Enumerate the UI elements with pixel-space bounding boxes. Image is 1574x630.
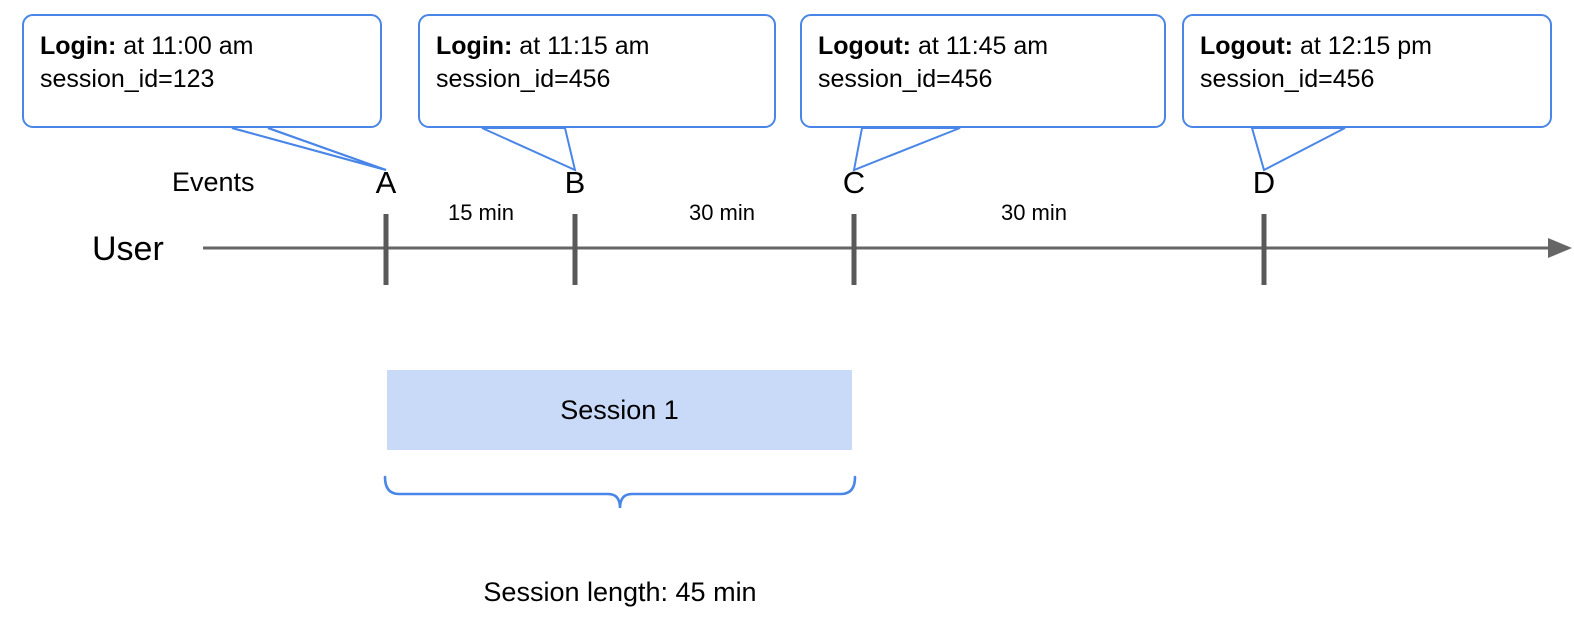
- event-marker-label-b: B: [564, 165, 586, 200]
- callout-a-session: session_id=123: [40, 65, 215, 93]
- callout-event-d: Logout: at 12:15 pm session_id=456: [1182, 14, 1552, 128]
- duration-label-a-b: 15 min: [447, 200, 515, 225]
- callout-b-session: session_id=456: [436, 65, 611, 93]
- callout-a-time: at 11:00 am: [116, 32, 254, 60]
- duration-label-c-d: 30 min: [1000, 200, 1068, 225]
- row-label-events: Events: [172, 167, 255, 197]
- event-marker-label-a: A: [375, 165, 397, 200]
- axis-arrow-icon: [1548, 238, 1572, 258]
- session-bar-session-1: Session 1: [387, 370, 852, 450]
- callout-event-a: Login: at 11:00 am session_id=123: [22, 14, 382, 128]
- callout-c-line1: Logout: at 11:45 am: [818, 30, 1148, 63]
- callout-d-line1: Logout: at 12:15 pm: [1200, 30, 1534, 63]
- callout-d-type: Logout:: [1200, 32, 1294, 60]
- callout-c-time: at 11:45 am: [911, 32, 1049, 60]
- session-bar-label: Session 1: [560, 394, 679, 425]
- row-label-user: User: [92, 230, 164, 268]
- callout-c-session: session_id=456: [818, 65, 993, 93]
- duration-label-b-c: 30 min: [688, 200, 756, 225]
- callout-b-time: at 11:15 am: [512, 32, 650, 60]
- callout-a-type: Login:: [40, 32, 117, 60]
- callout-d-session: session_id=456: [1200, 65, 1375, 93]
- callout-b-line1: Login: at 11:15 am: [436, 30, 758, 63]
- event-marker-label-d: D: [1252, 165, 1276, 200]
- callout-event-c: Logout: at 11:45 am session_id=456: [800, 14, 1166, 128]
- callout-b-type: Login:: [436, 32, 513, 60]
- callout-a-line1: Login: at 11:00 am: [40, 30, 364, 63]
- callout-c-type: Logout:: [818, 32, 912, 60]
- session-length-caption: Session length: 45 min: [483, 577, 757, 607]
- callout-event-b: Login: at 11:15 am session_id=456: [418, 14, 776, 128]
- callout-d-time: at 12:15 pm: [1293, 32, 1432, 60]
- event-marker-label-c: C: [842, 165, 866, 200]
